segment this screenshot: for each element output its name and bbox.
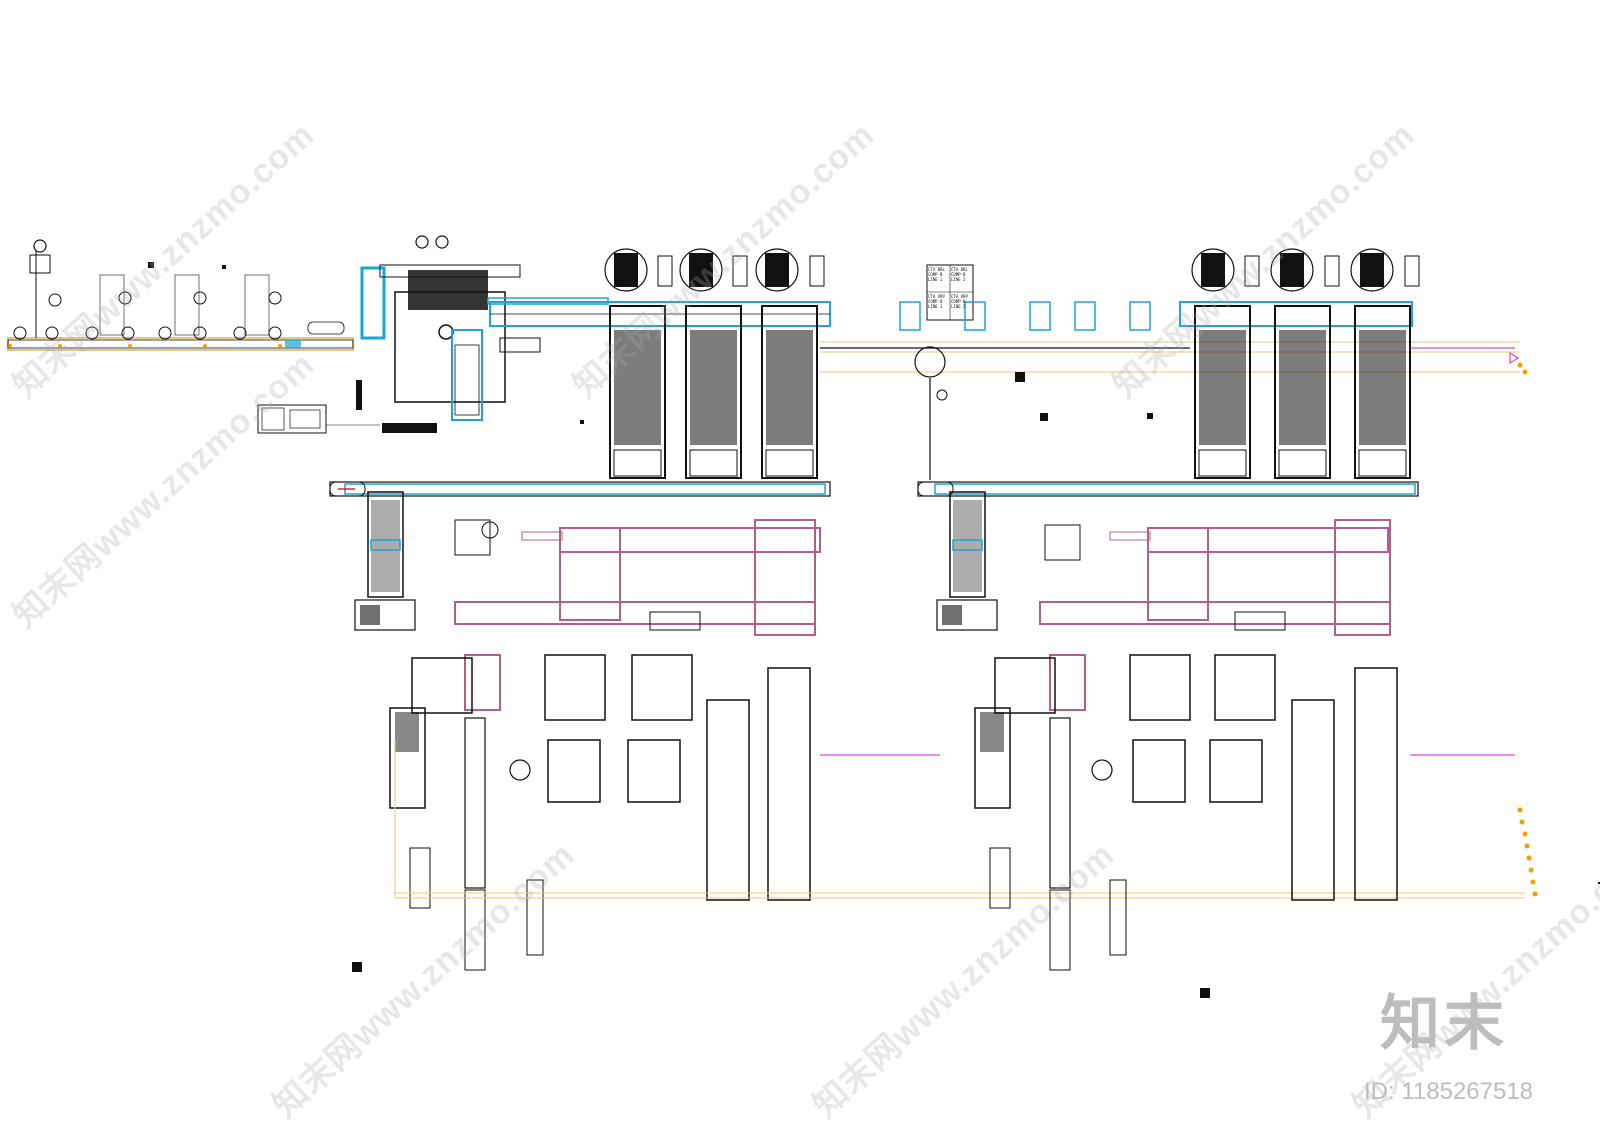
accumulator-right [936, 491, 998, 631]
lower-machines-right [974, 654, 1276, 971]
orange-markers [8, 344, 1538, 897]
lower-machines-left [389, 654, 693, 971]
legend-line: COMP B [951, 272, 966, 277]
storage-towers-right [1179, 248, 1420, 479]
legend-line: COMP B [928, 299, 943, 304]
auxiliary-machine [257, 404, 380, 434]
storage-towers-left [604, 248, 825, 479]
legend-line: CTA VRP [928, 294, 945, 299]
legend-line: CTA BRL [951, 267, 968, 272]
legend-line: LINE 1 [928, 304, 943, 309]
brand-watermark: 知末 [1380, 989, 1508, 1059]
legend-line: COMP B [951, 299, 966, 304]
mid-conveyor-left [329, 481, 831, 497]
legend-line: CTA BRL [928, 267, 945, 272]
mid-conveyor-right [917, 481, 1419, 497]
roller-conveyors-right [1291, 667, 1398, 901]
legend-line: LINE 2 [951, 304, 966, 309]
input-conveyor-strip [7, 239, 354, 351]
accumulator-left [354, 491, 416, 631]
top-conveyor-left [487, 297, 831, 327]
legend-line: CTA VRP [951, 294, 968, 299]
process-block-left [454, 519, 821, 711]
process-block-right [1039, 519, 1391, 711]
legend-line: LINE 1 [928, 277, 943, 282]
legend-line: LINE 2 [951, 277, 966, 282]
central-junction [820, 264, 1190, 480]
legend-line: COMP B [928, 272, 943, 277]
legend-box: CTA BRL COMP B LINE 1 CTA BRL COMP B LIN… [927, 266, 973, 320]
scattered-symbols [148, 262, 1600, 998]
image-id-label: ID: 1185267518 [1364, 1078, 1534, 1105]
infeed-machine-area [356, 235, 541, 433]
roller-conveyors-left [706, 667, 811, 901]
magenta-markers [820, 347, 1519, 756]
